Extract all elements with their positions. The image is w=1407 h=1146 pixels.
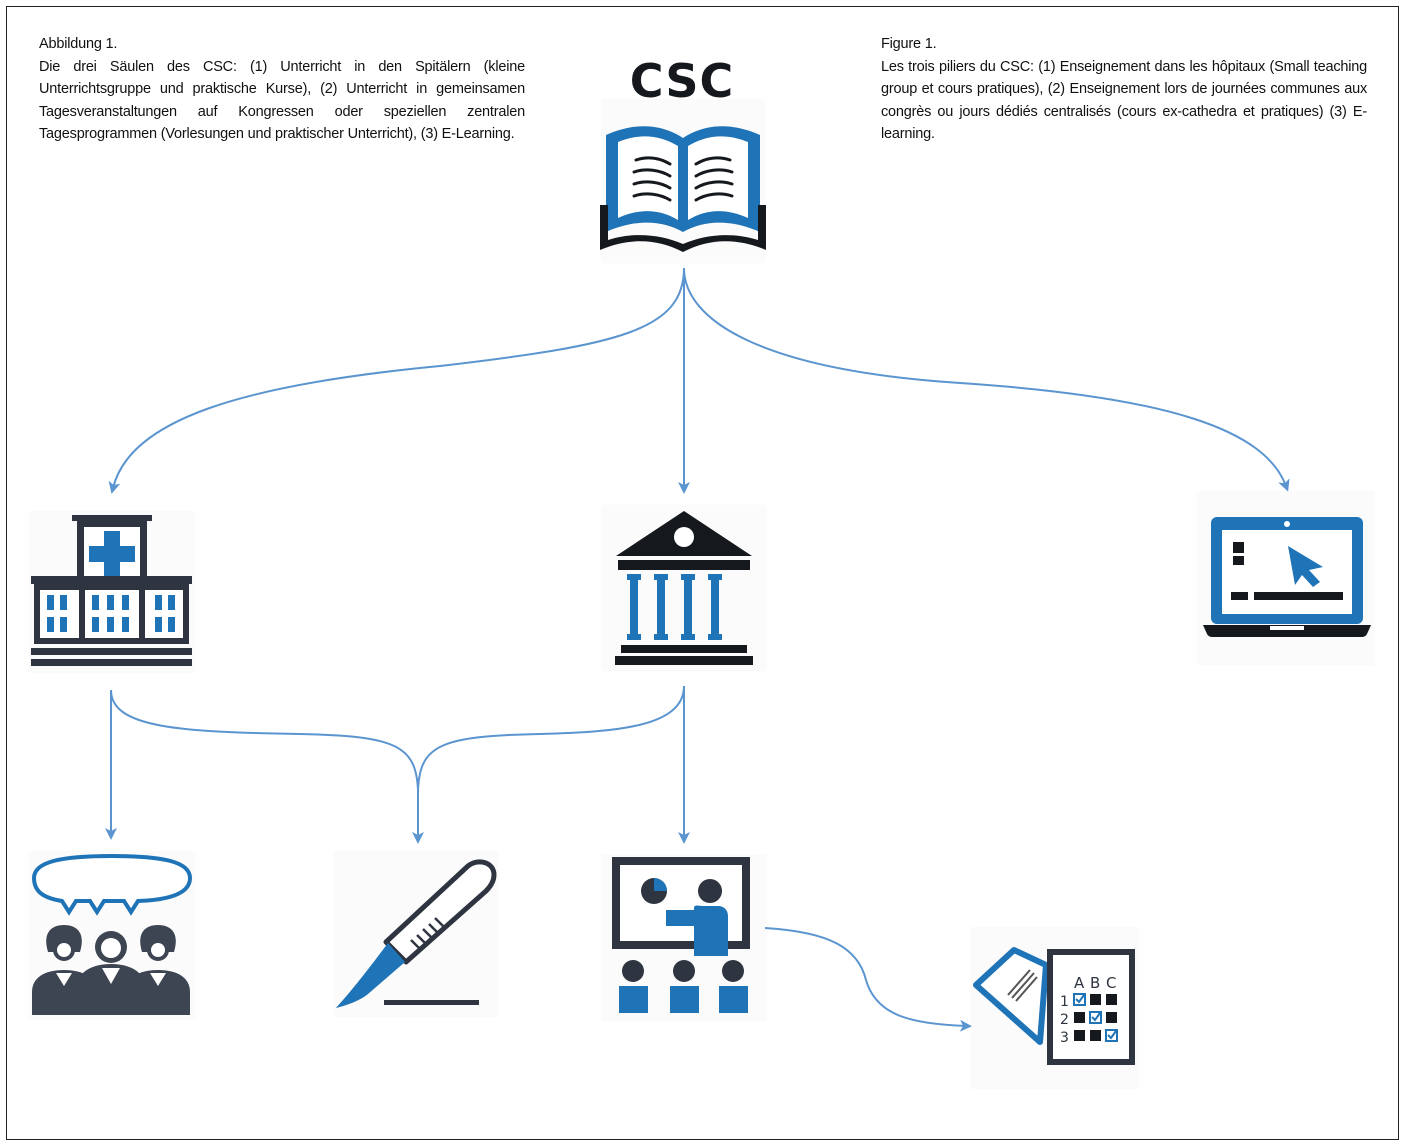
csc-root-label: CSC (629, 54, 735, 108)
caption-french-text: Les trois piliers du CSC: (1) Enseigneme… (881, 58, 1367, 143)
laptop-cursor-icon (1203, 517, 1371, 637)
checklist-row-3: 3 (1060, 1030, 1069, 1046)
open-book-icon (600, 126, 766, 252)
bracket-left (110, 689, 419, 791)
checklist-col-b: B (1090, 974, 1100, 992)
checklist-row-2: 2 (1060, 1012, 1069, 1028)
caption-french: Figure 1. Les trois piliers du CSC: (1) … (881, 33, 1367, 146)
group-discussion-icon (31, 853, 193, 1015)
checklist-col-a: A (1074, 974, 1085, 992)
arrow-csc-to-laptop (683, 267, 1290, 492)
caption-german-text: Die drei Säulen des CSC: (1) Unterricht … (39, 58, 525, 143)
scalpel-icon (336, 859, 497, 1008)
presentation-lecture-icon (612, 857, 750, 1013)
hospital-icon (31, 515, 192, 666)
arrow-csc-to-hospital (108, 267, 685, 494)
caption-german: Abbildung 1. Die drei Säulen des CSC: (1… (39, 33, 525, 146)
caption-french-title: Figure 1. (881, 36, 937, 52)
figure-frame (6, 6, 1399, 1140)
checklist-row-1: 1 (1060, 994, 1069, 1010)
checklist-col-c: C (1106, 974, 1116, 992)
classical-building-icon (615, 511, 753, 665)
checklist-test-icon: A B C 1 2 3 (973, 947, 1135, 1065)
bracket-right (417, 685, 685, 791)
caption-german-title: Abbildung 1. (39, 36, 118, 52)
arrow-presentation-to-checklist (764, 927, 972, 1032)
connector-lines (105, 267, 1290, 1032)
